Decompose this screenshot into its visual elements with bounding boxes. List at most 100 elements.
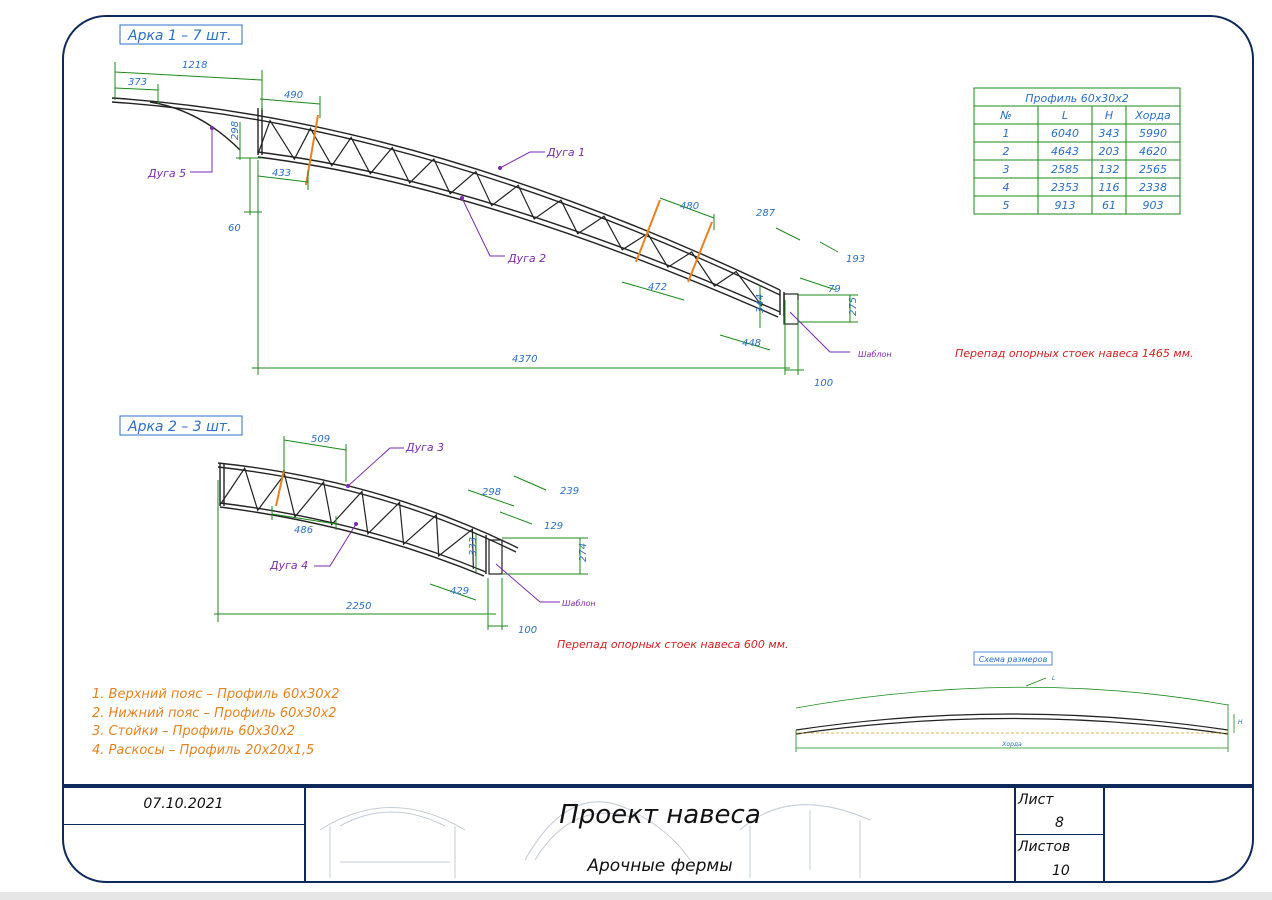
- title-block-sheet-rule: [1014, 834, 1104, 835]
- arch1-dim-298: 298: [230, 121, 241, 140]
- arch1-dim-433: 433: [272, 168, 291, 179]
- arch1-dim-100: 100: [814, 378, 833, 389]
- arch1-dim-275: 275: [848, 297, 859, 316]
- table-cell: 913: [1055, 199, 1076, 212]
- arch1-dim-1218: 1218: [182, 60, 207, 71]
- arch2-dim-509: 509: [311, 434, 330, 445]
- arch1-dimensions: [114, 62, 858, 375]
- table-cell: 5: [1003, 199, 1010, 212]
- note-3: 3. Стойки – Профиль 60х30х2: [92, 724, 296, 739]
- title-block-sheets-total: 10: [1052, 863, 1070, 879]
- table-cell: 1: [1003, 127, 1010, 140]
- arch1-dim-472: 472: [648, 282, 667, 293]
- scheme-l: L: [1052, 675, 1055, 682]
- arch1-truss: [111, 97, 785, 318]
- table-header-cell: Хорда: [1134, 109, 1171, 122]
- materials-notes: 1. Верхний пояс – Профиль 60х30х2 2. Ниж…: [92, 686, 340, 760]
- arch2-dim-429: 429: [450, 586, 469, 597]
- arch2-title-box: [119, 415, 243, 436]
- arch2-template-box: [488, 539, 503, 575]
- arch1-template-box: [783, 293, 799, 325]
- arch1-dim-448: 448: [742, 338, 761, 349]
- arch1-callout-arc1: Дуга 1: [546, 146, 585, 159]
- table-cell: 903: [1143, 199, 1164, 212]
- sheet-border: [62, 15, 1254, 883]
- table-cell: 61: [1102, 199, 1116, 212]
- dimension-scheme: Схема размеров L H Хорда: [795, 651, 1243, 752]
- title-block-date-rule: [63, 824, 304, 825]
- arch2-highlight: [275, 469, 285, 507]
- arch2-truss: [217, 462, 519, 577]
- arch2-callout-leaders: [314, 447, 560, 603]
- table-cell: 4: [1003, 181, 1010, 194]
- arch1-dim-4370: 4370: [512, 354, 537, 365]
- title-block-divider-1: [304, 788, 306, 882]
- table-cell: 4620: [1139, 145, 1167, 158]
- title-block-project: Проект навеса: [559, 800, 761, 830]
- arch1-title-box: [119, 24, 243, 45]
- scheme-chord: Хорда: [1001, 741, 1022, 748]
- arch2-web-members: [219, 466, 474, 569]
- arch2-dim-486: 486: [294, 525, 313, 536]
- arch2-callout-template: Шаблон: [562, 599, 596, 608]
- title-block-sheet-label: Лист: [1018, 792, 1054, 808]
- arch1-dim-490: 490: [284, 90, 303, 101]
- note-4: 4. Раскосы – Профиль 20х20х1,5: [92, 742, 315, 758]
- arch2-dimensions: [214, 436, 588, 630]
- title-block-date: 07.10.2021: [143, 796, 224, 812]
- arch1-highlight-3: [687, 221, 713, 283]
- arch1-dim-79: 79: [828, 284, 841, 295]
- arch2-note: Перепад опорных стоек навеса 600 мм.: [557, 638, 789, 651]
- table-header-cell: L: [1062, 109, 1068, 122]
- arch1-callout-arc5: Дуга 5: [147, 167, 186, 180]
- title-block-divider-2: [1014, 788, 1016, 882]
- table-cell: 3: [1003, 163, 1010, 176]
- scheme-title: Схема размеров: [979, 655, 1048, 664]
- arch2-callout-arc4: Дуга 4: [269, 559, 308, 572]
- table-cell: 6040: [1051, 127, 1079, 140]
- arch1-note: Перепад опорных стоек навеса 1465 мм.: [955, 347, 1194, 360]
- arch1-dim-60: 60: [228, 223, 241, 234]
- arch2-dim-298: 298: [482, 487, 501, 498]
- title-block-sheets-label: Листов: [1018, 839, 1071, 855]
- arch2-dim-333: 333: [468, 537, 479, 556]
- table-header-cell: №: [999, 109, 1011, 122]
- arch1-title: Арка 1 – 7 шт.: [127, 28, 232, 44]
- arch1-callout-leaders: [190, 128, 850, 353]
- title-block-subtitle: Арочные фермы: [587, 856, 733, 876]
- arch2-dim-274: 274: [578, 543, 589, 562]
- arch1-dim-287: 287: [756, 208, 776, 219]
- arch2-dim-100: 100: [518, 625, 537, 636]
- arch1-dim-373: 373: [128, 77, 147, 88]
- arch2-title: Арка 2 – 3 шт.: [127, 419, 232, 435]
- table-cell: 5990: [1139, 127, 1167, 140]
- arch2-dim-239: 239: [560, 486, 579, 497]
- arch1-web-members: [257, 119, 763, 307]
- table-cell: 2338: [1139, 181, 1167, 194]
- arch2-callout-arc3: Дуга 3: [405, 441, 444, 454]
- table-cell: 203: [1099, 145, 1120, 158]
- arch2-dim-2250: 2250: [346, 601, 371, 612]
- arch2-dim-129: 129: [544, 521, 563, 532]
- arch1-highlight-2: [635, 199, 661, 263]
- table-cell: 2585: [1051, 163, 1079, 176]
- title-block-divider-3: [1103, 788, 1105, 882]
- title-block-sheet-no: 8: [1055, 815, 1064, 831]
- table-cell: 4643: [1051, 145, 1079, 158]
- arch1-dim-193: 193: [846, 254, 865, 265]
- arch1-dim-480: 480: [680, 201, 699, 212]
- bottom-edge-strip: [0, 892, 1272, 900]
- table-title: Профиль 60х30х2: [1025, 92, 1129, 105]
- table-cell: 132: [1099, 163, 1120, 176]
- table-cell: 343: [1099, 127, 1120, 140]
- arch1-dim-344: 344: [755, 294, 766, 313]
- scheme-h: H: [1238, 719, 1243, 726]
- table-cell: 2: [1003, 145, 1010, 158]
- title-block-top-rule: [63, 784, 1253, 788]
- arch1-callout-arc2: Дуга 2: [507, 252, 546, 265]
- truss-web-zigzag: [219, 466, 474, 569]
- note-2: 2. Нижний пояс – Профиль 60х30х2: [92, 705, 337, 721]
- table-cell: 2353: [1051, 181, 1079, 194]
